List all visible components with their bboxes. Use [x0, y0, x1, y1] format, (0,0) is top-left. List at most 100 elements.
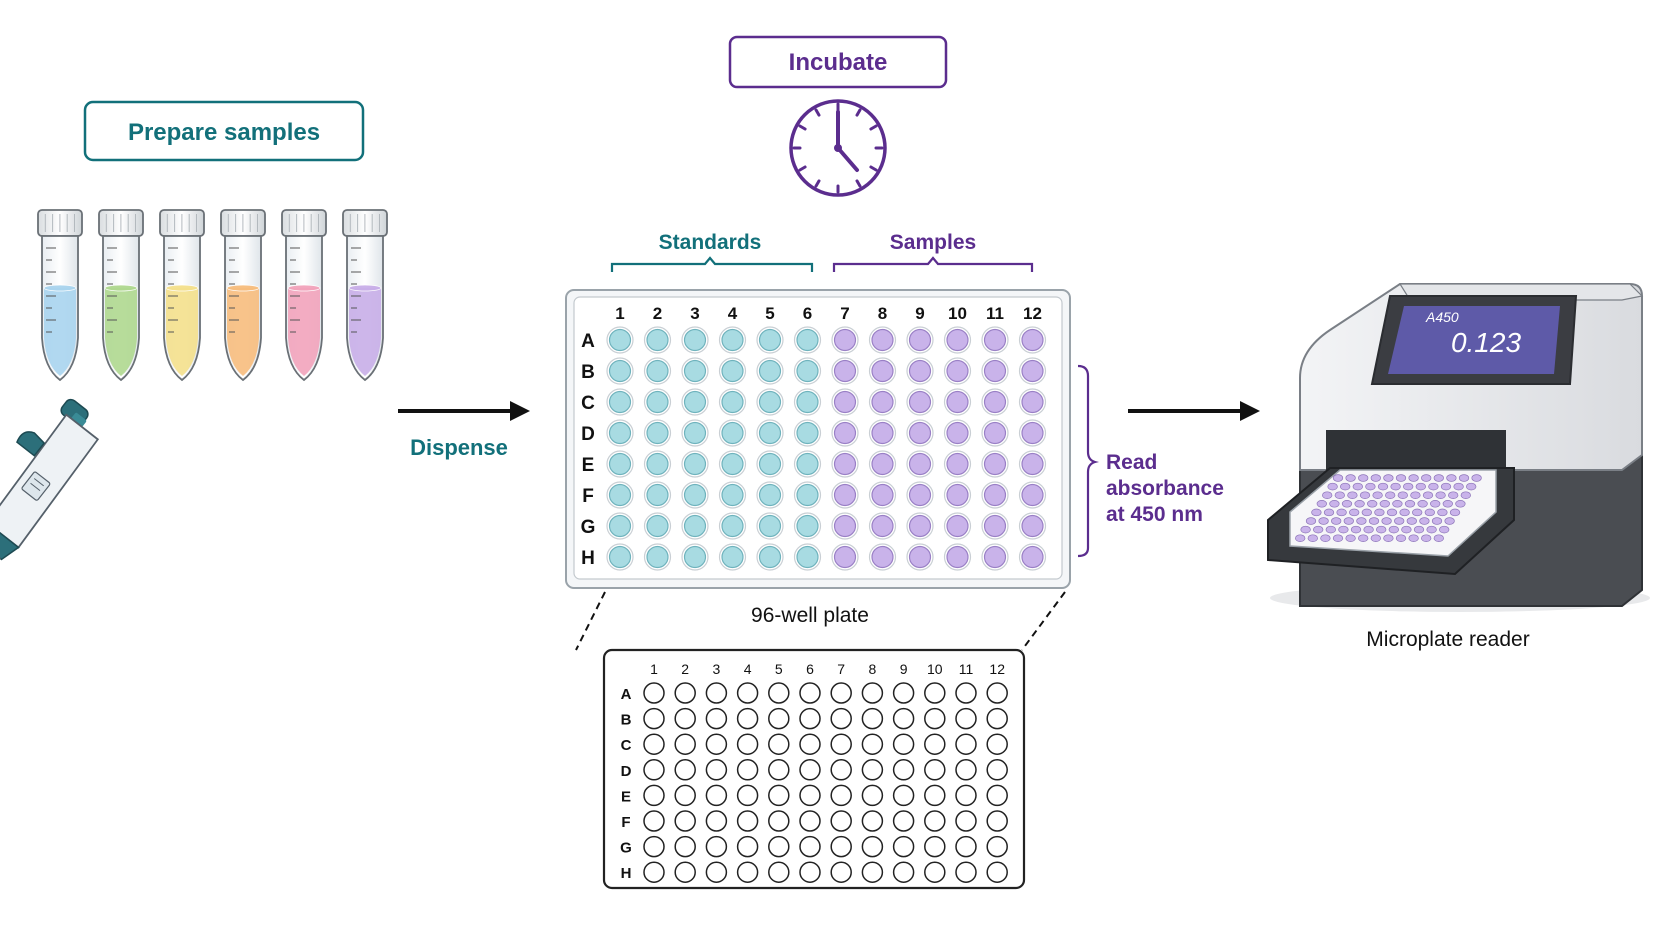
- reader-tray-well: [1397, 491, 1408, 499]
- plate-well-fill: [946, 452, 969, 476]
- map-well: [799, 810, 821, 832]
- plate-column-label: 5: [765, 304, 774, 323]
- plate-well-fill: [908, 421, 932, 445]
- reader-tray-well: [1440, 482, 1452, 491]
- reader-tray-well: [1388, 525, 1399, 534]
- map-well: [955, 784, 977, 807]
- plate-well-fill: [721, 328, 744, 352]
- map-well: [892, 810, 915, 832]
- map-well: [892, 707, 915, 730]
- map-well: [986, 835, 1008, 858]
- map-well: [892, 784, 915, 807]
- map-well: [924, 784, 946, 807]
- map-well: [986, 707, 1008, 730]
- reader-tray-well: [1320, 534, 1331, 542]
- reader-tray-well: [1458, 474, 1470, 482]
- reader-tray-well: [1336, 508, 1347, 517]
- reader-screen: [1388, 306, 1560, 374]
- reader-tray-well: [1385, 491, 1396, 499]
- plate-well-fill: [683, 328, 707, 352]
- reader-tray-well: [1368, 517, 1380, 525]
- reader-tray-well: [1428, 482, 1439, 491]
- reader-tray-well: [1361, 508, 1372, 517]
- plate-column-label: 6: [803, 304, 812, 323]
- plate-well-fill: [721, 514, 744, 538]
- read-label-line-2: absorbance: [1106, 477, 1224, 500]
- plate-well-fill: [758, 452, 782, 476]
- reader-tray-well: [1419, 517, 1430, 525]
- map-well: [768, 682, 790, 704]
- reader-tray-well: [1332, 474, 1344, 482]
- prepare-step: Prepare samples: [0, 100, 388, 596]
- plate-well-fill: [1021, 452, 1044, 476]
- plate-well-fill: [833, 452, 857, 476]
- plate-well-fill: [946, 328, 969, 352]
- map-well: [955, 810, 977, 832]
- plate-column-label: 9: [915, 304, 924, 323]
- map-column-label: 12: [989, 661, 1005, 677]
- reader-tray-well: [1322, 491, 1333, 499]
- reader-tray-well: [1379, 500, 1390, 508]
- reader-tray-well: [1424, 508, 1435, 517]
- prepare-label-box: [83, 100, 365, 162]
- map-well: [861, 759, 884, 781]
- map-well: [955, 861, 977, 883]
- reader-tray-well: [1408, 474, 1419, 482]
- plate-column-label: 3: [690, 304, 699, 323]
- plate-well-fill: [1021, 421, 1044, 445]
- map-well: [861, 733, 884, 755]
- reader-tray-well: [1338, 525, 1349, 534]
- reader-tray-well: [1345, 474, 1356, 482]
- reader-tray-well: [1433, 534, 1444, 542]
- reader-tray-well: [1395, 534, 1407, 542]
- reader-tray-well: [1358, 474, 1369, 482]
- plate-well-fill: [646, 483, 669, 507]
- sample-tube-icon: [220, 209, 266, 382]
- sample-tube-icon: [159, 209, 205, 382]
- plate-column-label: 11: [986, 304, 1004, 323]
- reader-tray-well: [1311, 508, 1322, 517]
- reader-screen-value: 0.123: [1451, 327, 1521, 358]
- plate-column-label: 12: [1023, 304, 1042, 323]
- reader-tray-well: [1446, 474, 1457, 482]
- map-well: [674, 810, 696, 832]
- plate-well-fill: [758, 545, 782, 569]
- map-well: [861, 835, 884, 858]
- plate-well-fill: [983, 359, 1007, 383]
- map-row-label: G: [620, 840, 632, 857]
- plate-well-fill: [758, 514, 782, 538]
- map-well: [674, 861, 696, 883]
- map-well: [736, 682, 759, 704]
- plate-well-fill: [796, 328, 819, 352]
- reader-tray-well: [1340, 482, 1351, 491]
- map-well: [736, 733, 759, 755]
- map-well: [924, 861, 946, 883]
- reader-tray-well: [1377, 482, 1389, 491]
- plate-well-fill: [833, 421, 857, 445]
- plate-row-label: A: [581, 331, 595, 352]
- map-well: [674, 682, 696, 704]
- sample-tube-icon: [98, 209, 144, 382]
- map-well: [674, 707, 696, 730]
- reader-tray-well: [1318, 517, 1329, 525]
- map-well: [986, 784, 1008, 807]
- zoom-lines: [575, 591, 1066, 651]
- map-well: [955, 682, 977, 704]
- plate-well-fill: [871, 545, 894, 569]
- plate-well-fill: [871, 390, 894, 414]
- reader-tray-well: [1365, 482, 1376, 491]
- plate-well-fill: [758, 390, 782, 414]
- map-well: [924, 759, 946, 781]
- reader-tray-well: [1426, 525, 1437, 534]
- plate-well-fill: [946, 483, 969, 507]
- map-well: [643, 759, 665, 781]
- plate-well-fill: [796, 545, 819, 569]
- map-well: [705, 759, 728, 781]
- map-well: [892, 759, 915, 781]
- sample-tubes: [37, 209, 388, 382]
- plate-well-fill: [796, 390, 819, 414]
- plate-well-fill: [1021, 328, 1044, 352]
- dispense-label: Dispense: [410, 435, 508, 460]
- plate-well-fill: [608, 483, 632, 507]
